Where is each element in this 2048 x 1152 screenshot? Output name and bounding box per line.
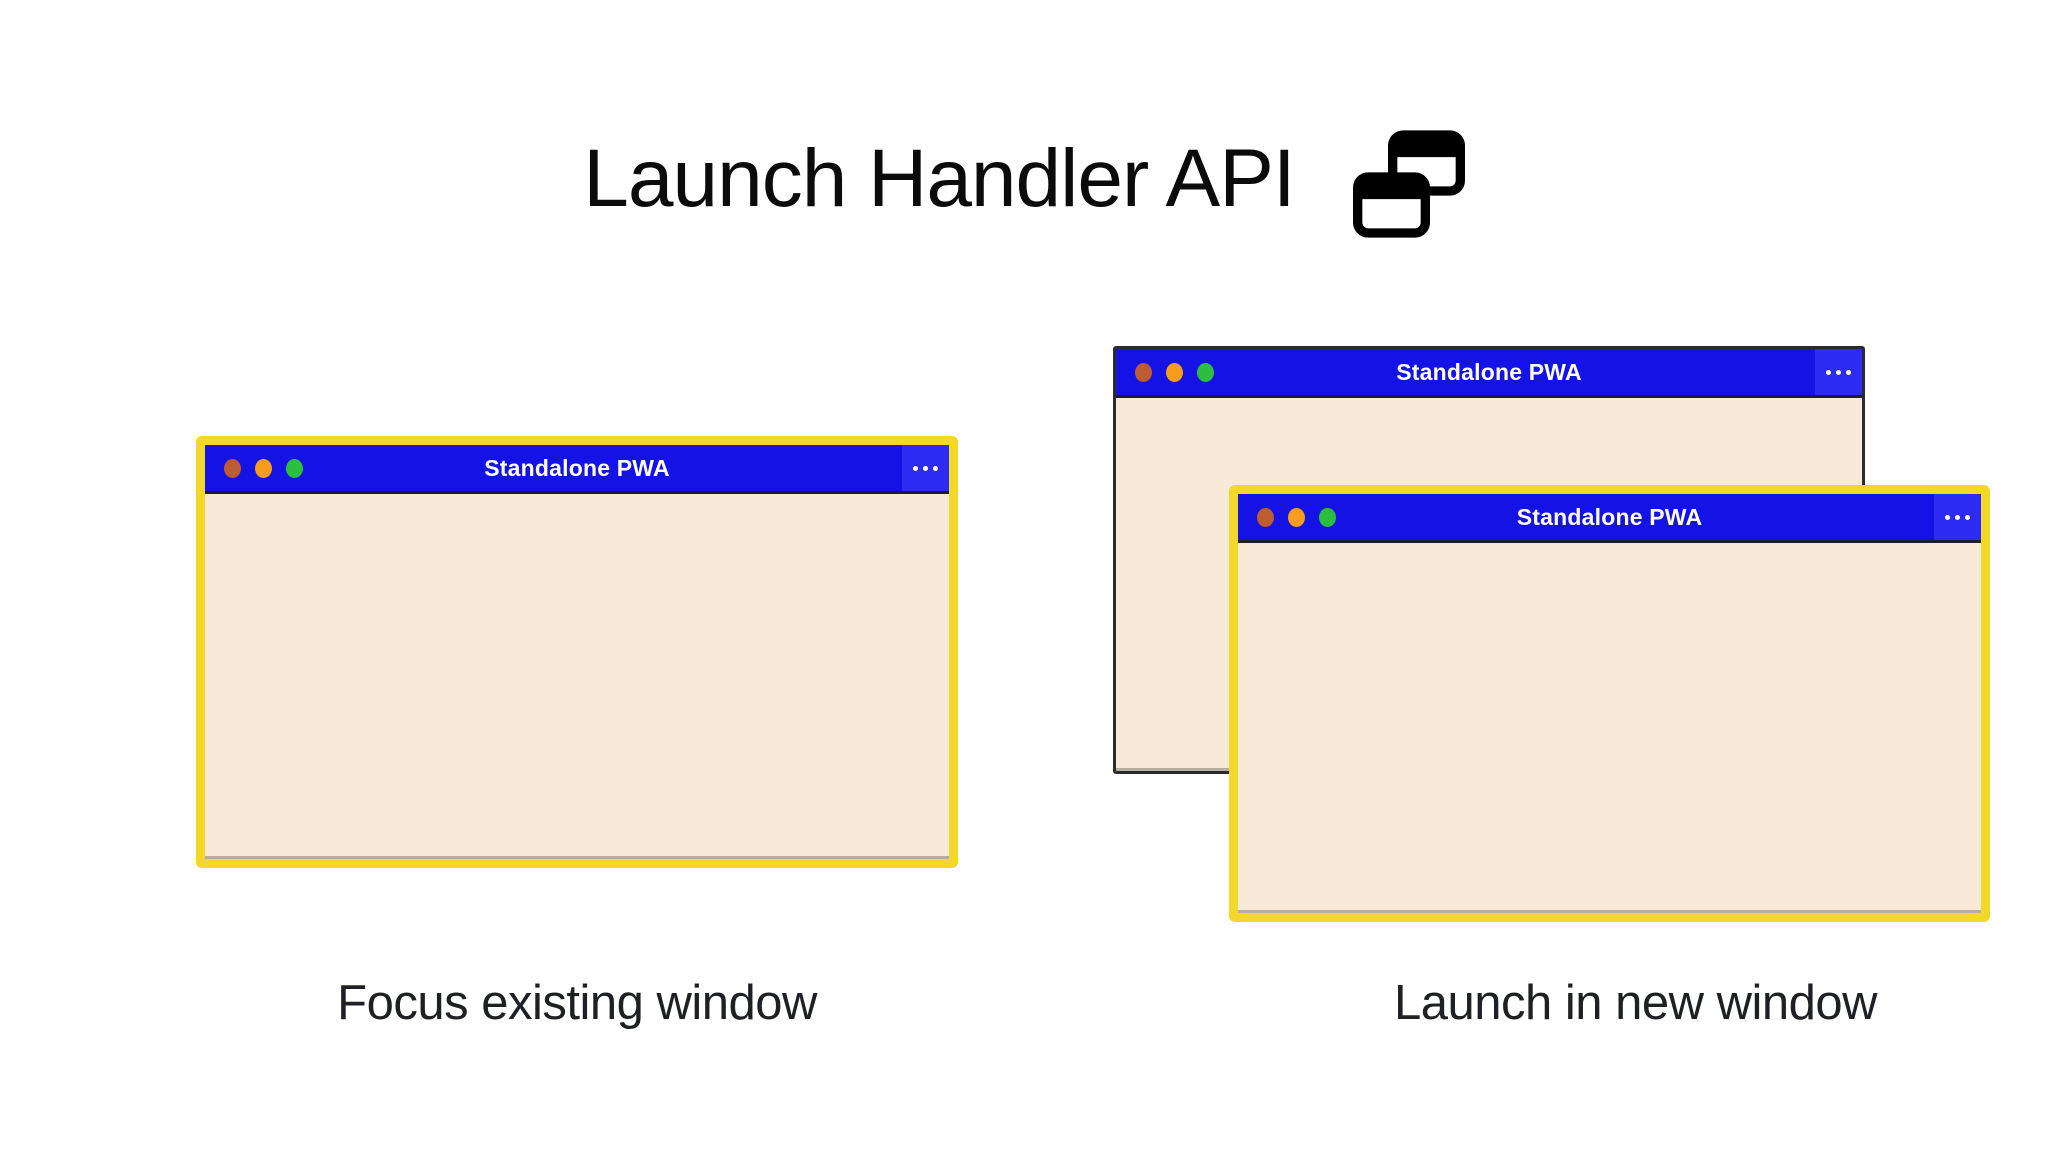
close-icon <box>1135 362 1152 382</box>
window-title: Standalone PWA <box>1516 503 1703 530</box>
ellipsis-menu-icon <box>1815 349 1862 395</box>
window-title: Standalone PWA <box>1396 358 1582 385</box>
pwa-window-new-launch: Standalone PWA <box>1229 485 1990 922</box>
maximize-icon <box>1197 362 1214 382</box>
pwa-window-focus-existing: Standalone PWA <box>196 436 958 868</box>
window-content <box>205 494 949 859</box>
window-titlebar: Standalone PWA <box>1116 349 1862 398</box>
minimize-icon <box>1288 507 1305 527</box>
window-content <box>1238 543 1981 913</box>
minimize-icon <box>255 458 272 478</box>
maximize-icon <box>286 458 303 478</box>
caption-launch-new: Launch in new window <box>1393 976 1878 1030</box>
page-title: Launch Handler API <box>583 132 1295 224</box>
maximize-icon <box>1319 507 1336 527</box>
window-titlebar: Standalone PWA <box>1238 494 1981 543</box>
ellipsis-menu-icon <box>902 445 949 491</box>
caption-focus-existing: Focus existing window <box>337 976 817 1030</box>
close-icon <box>224 458 241 478</box>
window-titlebar: Standalone PWA <box>205 445 949 494</box>
overlapping-windows-icon <box>1352 130 1465 238</box>
window-controls <box>1257 494 1336 540</box>
close-icon <box>1257 507 1274 527</box>
diagram-header: Launch Handler API <box>0 118 2048 240</box>
minimize-icon <box>1166 362 1183 382</box>
window-controls <box>1135 349 1214 395</box>
ellipsis-menu-icon <box>1934 494 1981 540</box>
window-title: Standalone PWA <box>484 454 670 481</box>
window-controls <box>224 445 303 491</box>
